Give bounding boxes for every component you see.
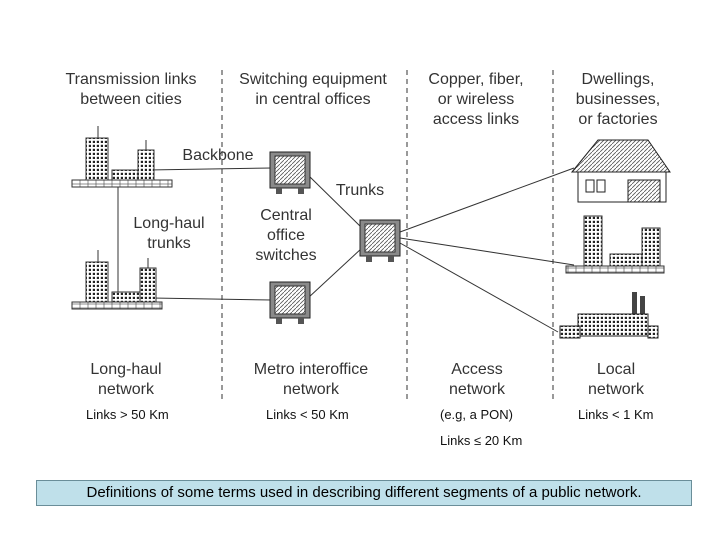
links-long-haul: Links > 50 Km xyxy=(86,407,169,422)
access-link-dwelling xyxy=(399,167,575,233)
trunk-link-upper xyxy=(307,174,363,229)
switch-upper xyxy=(269,151,311,194)
backbone-link xyxy=(147,167,273,171)
city-lower-left xyxy=(71,250,163,310)
links-metro: Links < 50 Km xyxy=(266,407,349,422)
dwelling-house xyxy=(570,139,671,203)
switch-trunk xyxy=(359,219,401,262)
links-access-distance: Links ≤ 20 Km xyxy=(440,433,523,448)
access-link-factory xyxy=(399,242,559,333)
figure-caption: Definitions of some terms used in descri… xyxy=(36,480,692,506)
network-name-long-haul: Long-haul network xyxy=(90,361,162,398)
switch-lower xyxy=(269,281,311,324)
lower-long-haul-link xyxy=(151,297,273,301)
network-name-metro: Metro interoffice network xyxy=(253,361,369,398)
trunk-link-lower xyxy=(307,247,363,299)
network-name-access: Access network xyxy=(448,361,506,398)
label-backbone: Backbone xyxy=(182,147,254,164)
factory xyxy=(559,292,659,339)
links-access-pon: (e.g, a PON) xyxy=(440,407,513,422)
access-link-business xyxy=(399,237,575,266)
label-central-office-switches: Central office switches xyxy=(255,207,317,264)
header-switching-equipment: Switching equipment in central offices xyxy=(239,71,387,108)
header-dwellings: Dwellings, businesses, or factories xyxy=(575,71,661,128)
network-name-local: Local network xyxy=(587,361,645,398)
header-transmission-links: Transmission links between cities xyxy=(65,71,197,108)
label-long-haul-trunks: Long-haul trunks xyxy=(124,214,214,254)
header-access-links: Copper, fiber, or wireless access links xyxy=(428,71,524,128)
links-local: Links < 1 Km xyxy=(578,407,654,422)
city-upper-left xyxy=(71,126,173,188)
label-trunks: Trunks xyxy=(335,182,385,199)
business-buildings xyxy=(565,215,665,274)
